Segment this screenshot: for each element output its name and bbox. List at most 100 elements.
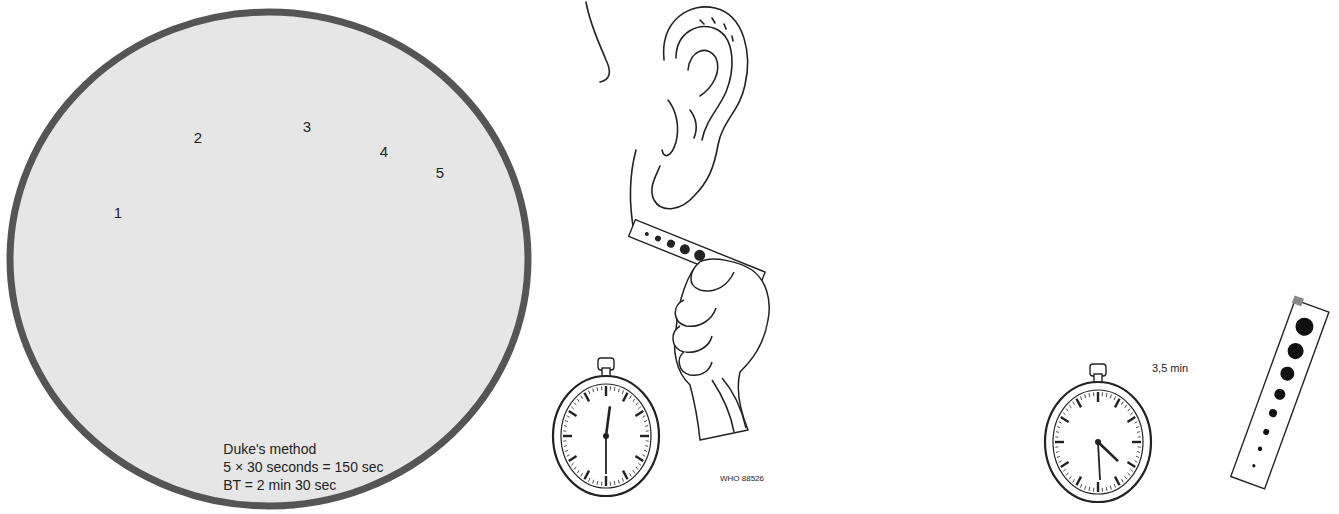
dial-tick (1055, 436, 1058, 437)
blood-dot (1273, 387, 1287, 401)
filter-paper (10, 12, 528, 506)
callout-number: 2 (194, 129, 202, 146)
ear-fold (688, 50, 718, 96)
ear-hatching (700, 18, 733, 41)
sleeve-folds (712, 378, 746, 432)
dial-tick (636, 467, 638, 470)
dial-tick (1069, 476, 1071, 479)
ear-helix (652, 7, 748, 209)
dial-tick (1138, 436, 1141, 437)
dial-tick (1135, 422, 1138, 424)
blood-dot (644, 231, 649, 236)
dial-tick (635, 411, 643, 416)
dial-tick (1130, 413, 1132, 415)
figure-credit: WHO 88526 (720, 474, 764, 483)
dial-tick (571, 463, 573, 465)
dial-tick (630, 396, 632, 399)
dial-tick (1115, 477, 1120, 486)
dial-tick (1122, 479, 1124, 482)
method-note: Duke's method5 × 30 seconds = 150 secBT … (223, 440, 383, 494)
hand (673, 259, 769, 440)
dial-tick (1127, 462, 1135, 467)
dial-tick (563, 430, 566, 431)
dial-tick (597, 387, 599, 391)
dial-tick (622, 478, 623, 482)
dial-tick (574, 467, 576, 470)
dial-tick (646, 430, 649, 431)
dial-tick (592, 388, 594, 392)
dial-tick (563, 440, 566, 441)
dial-tick (567, 455, 570, 457)
dial-tick (569, 456, 577, 461)
filter-paper-disc: Duke's method5 × 30 seconds = 150 secBT … (6, 8, 532, 510)
dial-tick (585, 471, 590, 480)
dial-tick (644, 421, 647, 422)
method-text: Duke's method (223, 440, 383, 458)
blood-dot (1278, 365, 1296, 383)
ear-antihelix (676, 26, 732, 140)
dial-tick (1136, 456, 1139, 457)
dial-tick (614, 387, 616, 391)
dial-tick (636, 403, 638, 406)
dial-tick (1114, 484, 1115, 488)
stopwatch (1045, 364, 1151, 502)
dial-tick (1077, 399, 1082, 408)
dial-tick (618, 388, 620, 392)
dial-tick (577, 470, 579, 473)
blood-dot (1257, 446, 1263, 452)
blood-dot (1268, 408, 1278, 418)
dial-tick (643, 416, 646, 418)
finger (679, 352, 712, 375)
dial-tick (630, 473, 632, 476)
dial-tick (1115, 399, 1120, 408)
blood-dot (678, 243, 691, 256)
filter-strip (1229, 295, 1330, 488)
time-label: 3,5 min (1152, 362, 1188, 374)
blood-dot (666, 239, 676, 249)
dial-tick (1097, 392, 1099, 402)
dial-tick (1066, 473, 1068, 476)
watch-hand (1098, 442, 1118, 461)
dial-tick (1125, 476, 1127, 479)
strip (1231, 300, 1329, 489)
watch-hand (1098, 442, 1100, 480)
dial-tick (567, 416, 570, 418)
dial-tick (1097, 482, 1099, 492)
callout-number: 4 (380, 143, 388, 160)
dial-tick (1077, 477, 1082, 486)
dial-tick (644, 450, 647, 451)
dial-tick (1125, 405, 1127, 408)
watch-hand (606, 406, 610, 436)
dial-tick (623, 471, 628, 480)
stopwatch (553, 358, 659, 496)
dial-tick (1102, 488, 1103, 492)
dial-tick (589, 478, 590, 482)
ear-concha (690, 110, 696, 138)
dial-tick (1093, 392, 1094, 396)
blood-dot (654, 235, 662, 243)
dial-tick (585, 393, 590, 402)
dial-tick (1073, 402, 1075, 405)
blood-dot (1252, 464, 1256, 468)
dial-tick (1137, 431, 1140, 433)
dial-tick (1136, 427, 1139, 428)
dial-tick (1063, 469, 1065, 471)
dial-tick (645, 425, 648, 427)
dial-tick (1057, 456, 1060, 457)
dial-tick (623, 393, 628, 402)
dial-tick (1081, 484, 1082, 488)
dial-tick (1084, 394, 1086, 398)
dial-tick (1132, 441, 1141, 443)
dial-tick (1073, 479, 1075, 482)
dial-tick (1084, 486, 1086, 490)
dial-tick (645, 445, 648, 447)
dial-tick (1089, 487, 1091, 491)
dial-tick (605, 386, 607, 396)
disc-outline (6, 8, 532, 510)
watch-dial (561, 384, 651, 488)
blood-dot (1262, 428, 1270, 436)
callout-number: 1 (114, 204, 122, 221)
callout-number: 3 (303, 118, 311, 135)
dial-tick (592, 480, 594, 484)
watch-pivot (603, 433, 609, 439)
